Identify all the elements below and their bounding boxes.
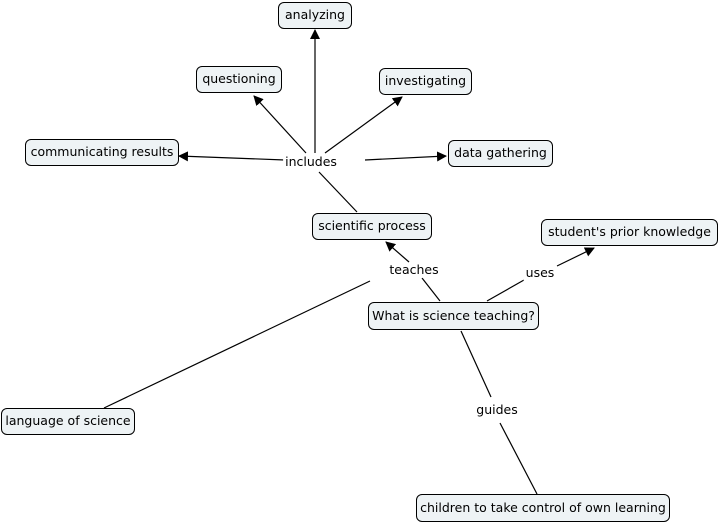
concept-prior-knowledge[interactable]: student's prior knowledge — [541, 219, 718, 246]
arrow-includes-data-gathering — [364, 151, 447, 162]
line-science-teaching-uses — [486, 279, 525, 302]
link-label-guides: guides — [474, 401, 520, 418]
line-teaches-language — [103, 280, 371, 409]
link-label-teaches: teaches — [387, 261, 441, 278]
line-scientific-process-includes — [318, 171, 358, 213]
arrow-includes-investigating — [324, 96, 403, 154]
link-label-uses: uses — [523, 264, 557, 281]
concept-data-gathering[interactable]: data gathering — [448, 140, 553, 167]
line-science-teaching-guides — [460, 330, 492, 398]
concept-language-of-science[interactable]: language of science — [1, 408, 135, 435]
arrow-teaches-scientific-process — [385, 241, 410, 263]
concept-children-learning[interactable]: children to take control of own learning — [416, 494, 670, 522]
concept-questioning[interactable]: questioning — [196, 66, 282, 93]
arrow-includes-questioning — [253, 95, 307, 154]
concept-science-teaching[interactable]: What is science teaching? — [368, 302, 539, 330]
line-science-teaching-teaches — [421, 277, 441, 302]
link-label-includes: includes — [283, 153, 339, 170]
concept-scientific-process[interactable]: scientific process — [312, 213, 432, 240]
concept-analyzing[interactable]: analyzing — [278, 2, 352, 29]
arrow-uses-prior-knowledge — [556, 247, 595, 267]
concept-investigating[interactable]: investigating — [379, 68, 472, 95]
line-guides-children — [499, 422, 538, 495]
concept-communicating-results[interactable]: communicating results — [25, 139, 179, 166]
arrow-includes-communicating — [178, 151, 286, 162]
